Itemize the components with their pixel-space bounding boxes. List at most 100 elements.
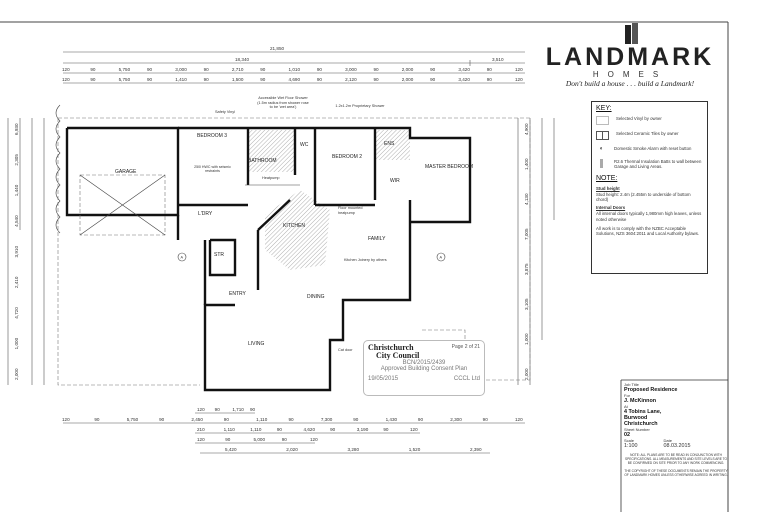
room-dining: DINING xyxy=(307,294,325,300)
dimension-label: 2,120 xyxy=(345,77,357,82)
dimension-label: 90 xyxy=(289,417,295,422)
room-bathroom: BATHROOM xyxy=(248,158,277,164)
copyright-note: THE COPYRIGHT OF THESE DOCUMENTS REMAIN … xyxy=(624,469,728,477)
stamp-status: Approved Building Consent Plan xyxy=(380,366,468,372)
council-name-2: City Council xyxy=(376,351,420,360)
dimension-label: 2,000 xyxy=(402,67,414,72)
dimension-label: 90 xyxy=(353,417,359,422)
room-family: FAMILY xyxy=(368,236,386,242)
left-dimensions: 6,9302,3051,4404,5403,9102,4104,7201,000… xyxy=(7,118,45,385)
stud-heading: Stud height xyxy=(596,186,620,191)
council-name-1: Christchurch xyxy=(368,343,414,352)
dimension-label: 3,000 xyxy=(345,67,357,72)
room-master: MASTER BEDROOM xyxy=(425,164,473,170)
dimension-label: 1,710 xyxy=(232,407,244,412)
room-kitchen: KITCHEN xyxy=(283,223,305,229)
dimension-label: 120 xyxy=(62,77,70,82)
key-item: Selected Ceramic Tiles by owner xyxy=(596,131,703,140)
ensuite-tiles xyxy=(375,130,410,160)
doors-heading: Internal Doors xyxy=(596,205,626,211)
note-floor-heatpump: Floor mounted heatpump xyxy=(338,206,363,215)
garage-door xyxy=(79,174,166,236)
address-line-2: Burwood xyxy=(624,415,648,421)
dimension-label: 120 xyxy=(410,427,418,432)
annotations: Safety Vinyl Accessible Wet Floor Shower… xyxy=(177,96,446,352)
note-title: NOTE: xyxy=(596,175,618,182)
dimension-label: 3,420 xyxy=(458,77,470,82)
key-item-label: Selected Ceramic Tiles by owner xyxy=(616,131,679,136)
dimension-label: 2,000 xyxy=(524,368,529,380)
dimension-label: 1,400 xyxy=(524,158,529,170)
dimension-label: 120 xyxy=(515,67,523,72)
dimension-label: 4,690 xyxy=(289,77,301,82)
dimension-label: 4,540 xyxy=(14,215,19,227)
dimension-label: 90 xyxy=(330,427,336,432)
key-item: ◐Domestic Smoke Alarm with reset button xyxy=(596,146,703,153)
room-wc: WC xyxy=(300,142,309,148)
dimension-label: 4,620 xyxy=(304,427,316,432)
dimension-label: 120 xyxy=(310,437,318,442)
job-title-label: Job Title xyxy=(624,382,639,387)
dimension-label: 90 xyxy=(90,67,96,72)
dimension-label: 90 xyxy=(204,67,210,72)
dimension-label: 90 xyxy=(147,77,153,82)
dimension-label: 2,000 xyxy=(14,368,19,380)
logo-sub: HOMES xyxy=(592,70,668,79)
client-name: J. McKinnon xyxy=(624,398,657,404)
logo-brand: LANDMARK xyxy=(545,43,715,71)
dimension-label: 3,000 xyxy=(175,67,187,72)
dimension-label: 2,390 xyxy=(470,447,482,452)
for-label: For xyxy=(624,393,630,398)
note-proprietary-shower: 1.2x1.2m Proprietary Shower xyxy=(335,104,385,108)
room-bedroom3: BEDROOM 3 xyxy=(197,133,227,139)
dimension-label: 210 xyxy=(197,427,205,432)
room-ens: ENS xyxy=(384,141,395,147)
section-marker-label: A xyxy=(440,256,443,260)
section-marker-label: A xyxy=(181,256,184,260)
stamp-ref: BCN/2015/2439 xyxy=(402,360,446,366)
dimension-label: 2,020 xyxy=(286,447,298,452)
note-wet-floor: Accessible Wet Floor Shower (1.5m radius… xyxy=(257,96,309,109)
dimension-label: 90 xyxy=(90,77,96,82)
dimension-label: 90 xyxy=(373,77,379,82)
dimension-label: 90 xyxy=(94,417,100,422)
walls xyxy=(65,126,472,392)
bathroom-tiles xyxy=(248,130,295,172)
dimension-label: 90 xyxy=(487,77,493,82)
dimension-label: 7,005 xyxy=(524,228,529,240)
tile-swatch-icon xyxy=(596,131,609,140)
key-item-label: R2.6 Thermal Insulation Batts to wall be… xyxy=(614,159,702,169)
dimension-label: 90 xyxy=(430,67,436,72)
sheet-number: 02 xyxy=(624,432,630,438)
sheet-frame xyxy=(0,21,729,512)
dimension-label: 3,105 xyxy=(524,298,529,310)
dimension-label: 2,710 xyxy=(232,67,244,72)
smoke-alarm-icon: ◐ xyxy=(599,146,604,152)
stamp-date: 19/05/2015 xyxy=(368,376,399,382)
dimension-label: 90 xyxy=(418,417,424,422)
section-marker-left xyxy=(177,252,187,262)
dimension-label: 90 xyxy=(317,77,323,82)
dimension-label: 120 xyxy=(62,417,70,422)
dimension-label: 1,110 xyxy=(250,427,262,432)
landmark-logo: LANDMARK HOMES Don't build a house . . .… xyxy=(540,22,720,88)
dimension-label: 120 xyxy=(197,437,205,442)
dim-overall: 21,850 xyxy=(270,46,284,51)
compliance-text: All work is to comply with the NZBC Acce… xyxy=(596,225,700,237)
dimension-label: 5,750 xyxy=(119,67,131,72)
dimension-label: 120 xyxy=(197,407,205,412)
vinyl-swatch-icon xyxy=(596,116,609,125)
dimension-label: 4,720 xyxy=(14,307,19,319)
key-title: KEY: xyxy=(596,105,612,112)
key-item: R2.6 Thermal Insulation Batts to wall be… xyxy=(596,159,703,169)
dimension-label: 90 xyxy=(383,427,389,432)
note-hwc: 250l HWC with seismic restraints xyxy=(194,165,231,174)
logo-building-icon xyxy=(625,23,638,44)
dimension-label: 5,420 xyxy=(225,447,237,452)
dim-wing: 3,510 xyxy=(492,57,504,62)
kitchen-vinyl xyxy=(265,190,330,270)
dimension-label: 90 xyxy=(277,427,283,432)
